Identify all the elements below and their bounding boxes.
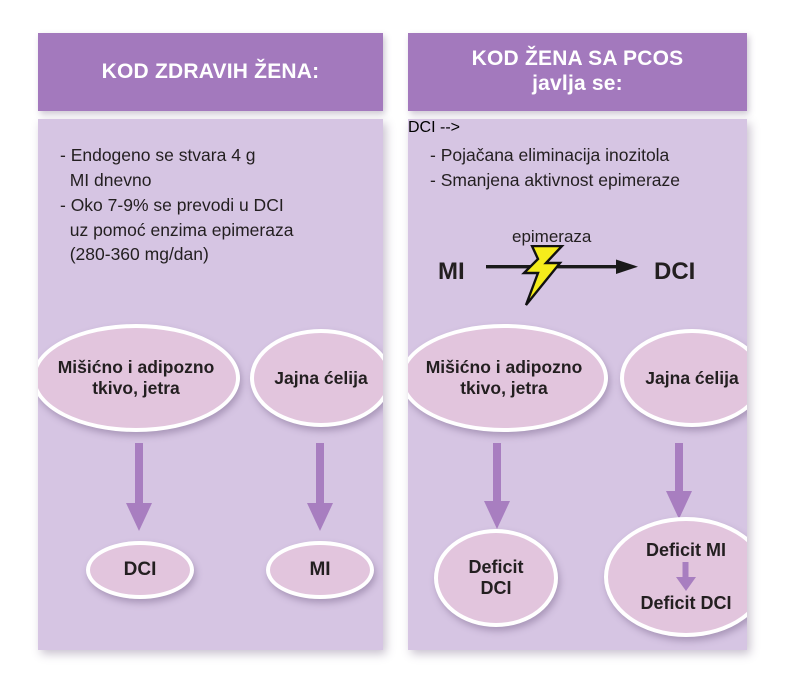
reaction-enzyme-label: epimeraza bbox=[512, 227, 592, 246]
node-ovum-left-label: Jajna ćelija bbox=[274, 367, 368, 388]
node-deficit-dci-right: Deficit DCI bbox=[434, 529, 558, 627]
node-deficit-dci-right-label: Deficit DCI bbox=[468, 556, 524, 598]
down-arrow-icon bbox=[126, 443, 152, 531]
reaction-product-label: DCI bbox=[654, 258, 696, 285]
left-panel-header: KOD ZDRAVIH ŽENA: bbox=[38, 33, 383, 111]
left-panel-body: - Endogeno se stvara 4 g MI dnevno - Oko… bbox=[38, 119, 383, 650]
down-arrow-icon bbox=[676, 562, 696, 591]
right-panel-header: KOD ŽENA SA PCOS javlja se: bbox=[408, 33, 747, 111]
node-ovum-right: Jajna ćelija bbox=[620, 329, 747, 427]
right-panel-body: - Pojačana eliminacija inozitola - Smanj… bbox=[408, 119, 747, 650]
lightning-bolt-icon bbox=[521, 245, 565, 306]
node-tissue-right: Mišićno i adipozno tkivo, jetra bbox=[408, 324, 608, 432]
reaction-arrow-group bbox=[486, 245, 638, 306]
left-panel-title: KOD ZDRAVIH ŽENA: bbox=[101, 59, 320, 83]
node-ovum-right-label: Jajna ćelija bbox=[645, 367, 739, 388]
node-tissue-left-label: Mišićno i adipozno tkivo, jetra bbox=[57, 357, 215, 398]
right-panel-description: - Pojačana eliminacija inozitola - Smanj… bbox=[430, 145, 680, 190]
node-tissue-right-label: Mišićno i adipozno tkivo, jetra bbox=[425, 357, 583, 398]
node-result-mi-left-label: MI bbox=[309, 558, 331, 580]
node-result-dci-left: DCI bbox=[86, 541, 194, 599]
reaction-substrate-label: MI bbox=[438, 258, 465, 285]
node-deficit-dci-label: Deficit DCI bbox=[640, 593, 732, 613]
down-arrow-icon bbox=[666, 443, 692, 519]
node-tissue-left: Mišićno i adipozno tkivo, jetra bbox=[38, 324, 240, 432]
right-panel-title: KOD ŽENA SA PCOS javlja se: bbox=[471, 47, 684, 95]
node-ovum-left: Jajna ćelija bbox=[250, 329, 383, 427]
down-arrow-icon bbox=[484, 443, 510, 529]
node-result-mi-left: MI bbox=[266, 541, 374, 599]
right-arrow-icon bbox=[486, 259, 638, 274]
reaction-epimeraza: epimeraza MI DCI bbox=[438, 227, 720, 306]
node-deficit-combo-right: Deficit MI Deficit DCI bbox=[604, 517, 747, 637]
node-result-dci-left-label: DCI bbox=[123, 558, 157, 580]
node-deficit-mi-label: Deficit MI bbox=[645, 539, 726, 560]
down-arrow-icon bbox=[307, 443, 333, 531]
left-panel-description: - Endogeno se stvara 4 g MI dnevno - Oko… bbox=[60, 145, 294, 265]
